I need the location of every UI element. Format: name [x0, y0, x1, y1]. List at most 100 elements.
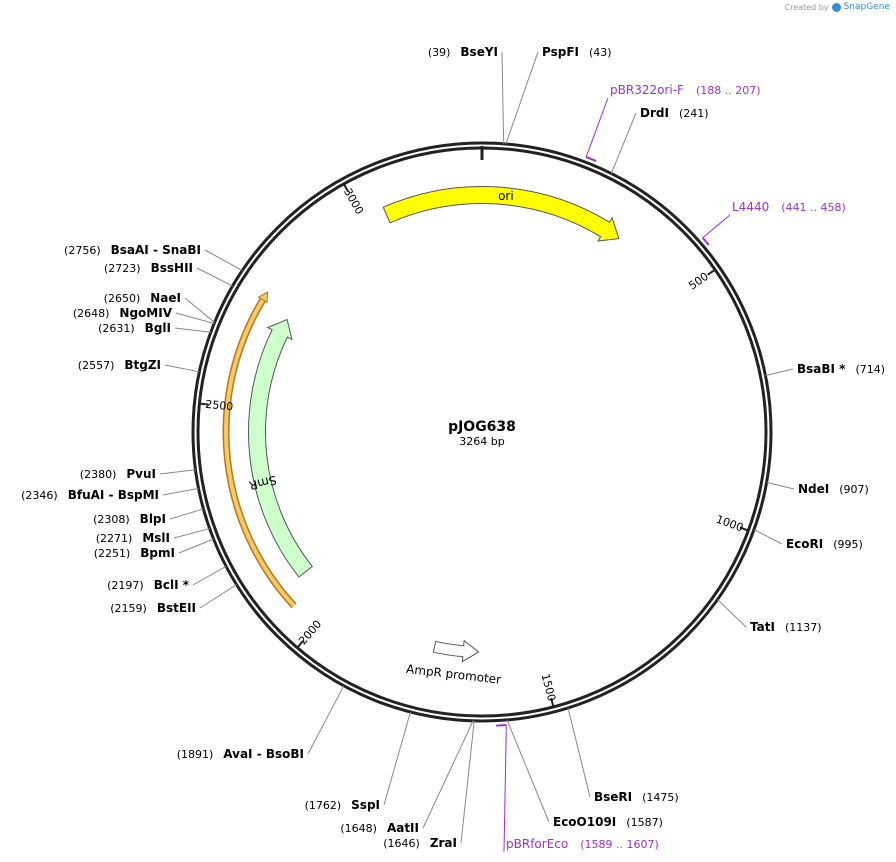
site-pos-bgli: (2631) — [98, 322, 135, 335]
site-label-ecori[interactable]: EcoRI(995) — [786, 537, 863, 551]
backbone-outer-circle — [191, 141, 773, 723]
tick-2500 — [199, 402, 209, 406]
site-pos-tati: (1137) — [785, 621, 822, 634]
site-label-naei[interactable]: (2650)NaeI — [104, 291, 181, 305]
tick-500 — [707, 268, 716, 276]
site-name-blpi: BlpI — [140, 512, 166, 526]
site-pos-bsaai-snabi: (2756) — [64, 244, 101, 257]
site-pos-aatii: (1648) — [340, 822, 377, 835]
site-pos-bsshii: (2723) — [104, 262, 141, 275]
site-label-zrai[interactable]: (1646)ZraI — [383, 836, 457, 850]
site-leader-msli — [173, 528, 210, 539]
primer-arc-l4440 — [701, 237, 710, 246]
primer-name-pbr322ori-f: pBR322ori-F — [610, 83, 684, 97]
site-leader-bsabi — [765, 368, 794, 377]
site-pos-blpi: (2308) — [93, 513, 130, 526]
site-label-aatii[interactable]: (1648) AatII — [340, 821, 419, 835]
site-name-bsabi: BsaBI * — [797, 362, 846, 376]
site-name-ngomiv: NgoMIV — [119, 306, 172, 320]
site-name-bsaai-snabi: BsaAI - SnaBI — [111, 243, 201, 257]
site-leader-ecoo109i — [506, 719, 550, 823]
site-label-sspi[interactable]: (1762)SspI — [305, 798, 380, 812]
site-label-avai-bsobi[interactable]: (1891)AvaI - BsoBI — [177, 747, 304, 761]
feature-label-smr: SmR — [248, 473, 278, 493]
site-leader-tati — [717, 599, 747, 628]
primer-leader-l4440 — [702, 214, 731, 239]
highlight-layer — [222, 291, 297, 609]
primer-leader-pbrforeco — [503, 724, 507, 853]
tick-label-500: 500 — [686, 270, 711, 293]
site-leader-bsteii — [199, 584, 237, 609]
map-center: pJOG638 3264 bp — [448, 419, 516, 448]
site-label-msli[interactable]: (2271)MslI — [96, 531, 170, 545]
site-label-ngomiv[interactable]: (2648)NgoMIV — [73, 306, 173, 320]
primer-layer: pBR322ori-F (188 .. 207) L4440(441 .. 458)… — [496, 83, 846, 853]
primer-leader-pbr322ori-f — [585, 97, 609, 158]
site-name-tati: TatI — [750, 620, 775, 634]
primer-label-l4440[interactable]: L4440(441 .. 458) — [732, 200, 846, 214]
site-name-bseyi: BseYI — [460, 45, 498, 59]
primer-name-pbrforeco: pBRforEco — [506, 837, 568, 851]
site-leader-ndei — [766, 481, 795, 490]
site-name-drdi: DrdI — [640, 106, 669, 120]
site-pos-drdi: (241) — [679, 107, 709, 120]
tick-label-1000: 1000 — [714, 513, 745, 535]
site-leader-bseyi — [501, 51, 505, 144]
site-label-pvui[interactable]: (2380)PvuI — [80, 467, 156, 481]
site-pos-zrai: (1646) — [383, 837, 420, 850]
site-pos-bsteii: (2159) — [110, 602, 147, 615]
site-label-drdi[interactable]: DrdI (241) — [640, 106, 709, 120]
site-leader-sspi — [383, 711, 411, 806]
site-pos-btgzi: (2557) — [78, 359, 115, 372]
site-label-bseri[interactable]: BseRI(1475) — [594, 790, 679, 804]
feature-label-ampr-promoter: AmpR promoter — [405, 662, 501, 687]
site-pos-ecori: (995) — [833, 538, 863, 551]
site-label-ndei[interactable]: NdeI(907) — [798, 482, 869, 496]
site-leader-bcli — [192, 565, 227, 586]
site-pos-avai-bsobi: (1891) — [177, 748, 214, 761]
site-label-bgli[interactable]: (2631) BglI — [98, 321, 171, 335]
primer-arc-pbrforeco — [496, 723, 507, 727]
site-leader-ecori — [753, 529, 783, 545]
primer-label-pbr322ori-f[interactable]: pBR322ori-F (188 .. 207) — [610, 83, 761, 97]
site-leader-drdi — [610, 112, 637, 174]
site-name-bpmi: BpmI — [140, 546, 175, 560]
site-label-bfuai-bspmi[interactable]: (2346)BfuAI - BspMI — [21, 488, 159, 502]
site-name-pspfi: PspFI — [542, 45, 579, 59]
tick-label-2000: 2000 — [296, 618, 324, 648]
primer-range-pbr322ori-f: (188 .. 207) — [696, 84, 761, 97]
site-name-bgli: BglI — [145, 321, 171, 335]
site-pos-ecoo109i: (1587) — [626, 816, 663, 829]
site-leader-bpmi — [178, 538, 214, 554]
feature-label-ori: ori — [498, 189, 514, 203]
site-label-ecoo109i[interactable]: EcoO109I(1587) — [553, 815, 663, 829]
site-name-sspi: SspI — [351, 798, 380, 812]
site-label-tati[interactable]: TatI (1137) — [750, 620, 822, 634]
site-leader-pspfi — [505, 51, 539, 145]
site-label-bpmi[interactable]: (2251) BpmI — [94, 546, 175, 560]
primer-range-l4440: (441 .. 458) — [781, 201, 846, 214]
site-name-aatii: AatII — [387, 821, 419, 835]
site-label-bsabi[interactable]: BsaBI *(714) — [797, 362, 885, 376]
tick-label-1500: 1500 — [539, 672, 559, 702]
site-label-btgzi[interactable]: (2557)BtgZI — [78, 358, 161, 372]
site-label-bsaai-snabi[interactable]: (2756) BsaAI - SnaBI — [64, 243, 201, 257]
site-label-bsteii[interactable]: (2159)BstEII — [110, 601, 196, 615]
site-pos-ndei: (907) — [839, 483, 869, 496]
feature-ampr-promoter — [432, 639, 480, 663]
site-pos-pspfi: (43) — [589, 46, 612, 59]
site-leader-blpi — [169, 508, 204, 520]
site-pos-bpmi: (2251) — [94, 547, 131, 560]
site-name-msli: MslI — [142, 531, 170, 545]
tick-2000 — [296, 640, 304, 649]
site-label-blpi[interactable]: (2308) BlpI — [93, 512, 166, 526]
site-label-bsshii[interactable]: (2723)BssHII — [104, 261, 193, 275]
site-pos-naei: (2650) — [104, 292, 141, 305]
site-pos-bseri: (1475) — [642, 791, 679, 804]
site-label-pspfi[interactable]: PspFI (43) — [542, 45, 612, 59]
site-label-bseyi[interactable]: (39)BseYI — [428, 45, 498, 59]
primer-label-pbrforeco[interactable]: pBRforEco(1589 .. 1607) — [506, 837, 659, 851]
site-label-bcli[interactable]: (2197)BclI * — [107, 578, 190, 592]
site-name-pvui: PvuI — [126, 467, 156, 481]
